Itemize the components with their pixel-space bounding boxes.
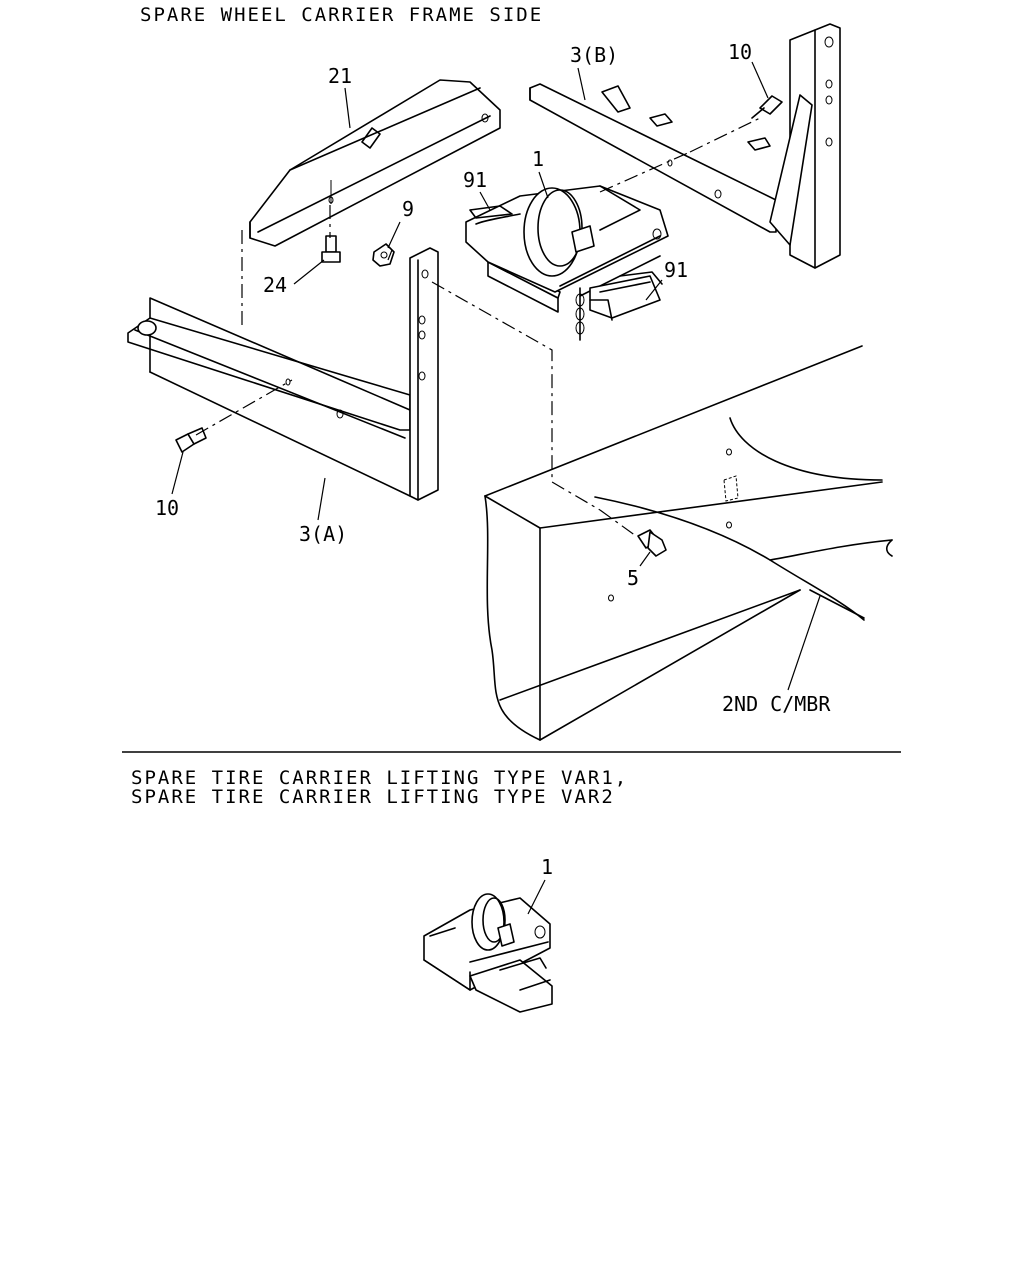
- callout-1-bottom: 1: [541, 855, 553, 879]
- callout-10-top: 10: [728, 40, 752, 64]
- frame-2nd-crossmember: [484, 345, 893, 741]
- winch-assembly-1: [465, 185, 669, 341]
- callout-10-bottom: 10: [155, 496, 179, 520]
- callout-2nd-crossmember: 2ND C/MBR: [722, 692, 831, 716]
- callout-21: 21: [328, 64, 352, 88]
- callout-3a: 3(A): [299, 522, 347, 546]
- callout-3b: 3(B): [570, 43, 618, 67]
- header-bottom-line2: SPARE TIRE CARRIER LIFTING TYPE VAR2: [131, 786, 615, 808]
- callout-5: 5: [627, 566, 639, 590]
- callout-91-right: 91: [664, 258, 688, 282]
- callout-91-left: 91: [463, 168, 487, 192]
- bracket-3b: [529, 23, 841, 269]
- center-lines: [195, 117, 761, 537]
- bracket-3a: [127, 247, 439, 501]
- bolt-24: [321, 235, 341, 263]
- header-top: SPARE WHEEL CARRIER FRAME SIDE: [140, 4, 543, 26]
- header-bottom-line1: SPARE TIRE CARRIER LIFTING TYPE VAR1,: [131, 767, 628, 789]
- bolt-5: [637, 529, 667, 557]
- callouts: 21 3(B) 10 1 91 9 24 91 10 3(A) 5 2ND C/…: [155, 40, 831, 915]
- nut-9: [372, 243, 395, 267]
- callout-9: 9: [402, 197, 414, 221]
- bolt-10-top: [751, 95, 783, 119]
- plate-21: [249, 79, 501, 247]
- winch-assembly-1-small: [423, 893, 553, 1013]
- callout-24: 24: [263, 273, 287, 297]
- callout-1: 1: [532, 147, 544, 171]
